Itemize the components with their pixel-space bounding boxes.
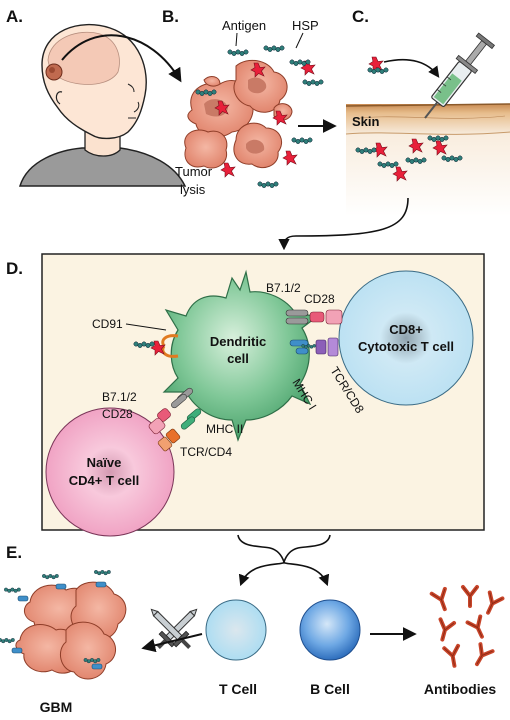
b-cell (299, 599, 361, 661)
t-cell (205, 599, 267, 661)
tumor-cell-fragments (184, 59, 293, 169)
panel-e-label: E. (6, 543, 22, 562)
arrow-to-tcell (238, 561, 285, 587)
arrow-to-bcell (283, 561, 330, 587)
hsp-label: HSP (292, 18, 319, 33)
arrow-to-gbm (141, 633, 203, 653)
tumor-lysis-line1: Tumor (175, 164, 213, 179)
arrow-a-to-b (61, 34, 182, 83)
mhc1-tcr-cd8 (289, 337, 339, 357)
head-illustration (18, 24, 187, 187)
brace (237, 534, 331, 565)
tumor-lysis-line2: lysis (180, 182, 206, 197)
dc-line1: Dendritic (210, 334, 266, 349)
skin-label: Skin (352, 114, 380, 129)
b7-left-label: B7.1/2 (102, 390, 137, 404)
b7-top-label: B7.1/2 (266, 281, 301, 295)
antibodies-label: Antibodies (424, 681, 497, 697)
panel-a-label: A. (6, 7, 23, 26)
mhc2-label: MHC II (206, 422, 243, 436)
cd91-receptor (161, 334, 179, 358)
b-cell-label: B Cell (310, 681, 350, 697)
cd28-top-label: CD28 (304, 292, 335, 306)
arrow-c-to-d (278, 197, 409, 251)
cd91-label: CD91 (92, 317, 123, 331)
arrow-into-syringe (383, 58, 440, 78)
cd8-line1: CD8+ (389, 322, 423, 337)
t-cell-label: T Cell (219, 681, 257, 697)
cd4-line1: Naïve (87, 455, 122, 470)
b7-cd28-top (285, 309, 343, 325)
tcr-cd4-label: TCR/CD4 (180, 445, 232, 459)
gbm-tumor-cluster (0, 570, 127, 680)
dc-line2: cell (227, 351, 249, 366)
antigen-pointer (235, 32, 238, 47)
gbm-label: GBM (40, 699, 73, 715)
cd4-line2: CD4+ T cell (69, 473, 139, 488)
panel-b-label: B. (162, 7, 179, 26)
naive-cd4-t-cell (45, 407, 175, 537)
cd8-t-cell (338, 270, 474, 406)
cd8-line2: Cytotoxic T cell (358, 339, 454, 354)
hsp-pointer (295, 32, 304, 49)
syringe-icon (424, 32, 496, 119)
skin-block (345, 103, 510, 216)
b7-cd28-left (148, 387, 193, 435)
mhc2-tcr-cd4 (157, 408, 202, 452)
antibodies-cluster (429, 585, 505, 670)
panel-d-label: D. (6, 259, 23, 278)
antigen-label: Antigen (222, 18, 266, 33)
panel-c-label: C. (352, 7, 369, 26)
cd28-left-label: CD28 (102, 407, 133, 421)
cd91-pointer (125, 323, 167, 331)
